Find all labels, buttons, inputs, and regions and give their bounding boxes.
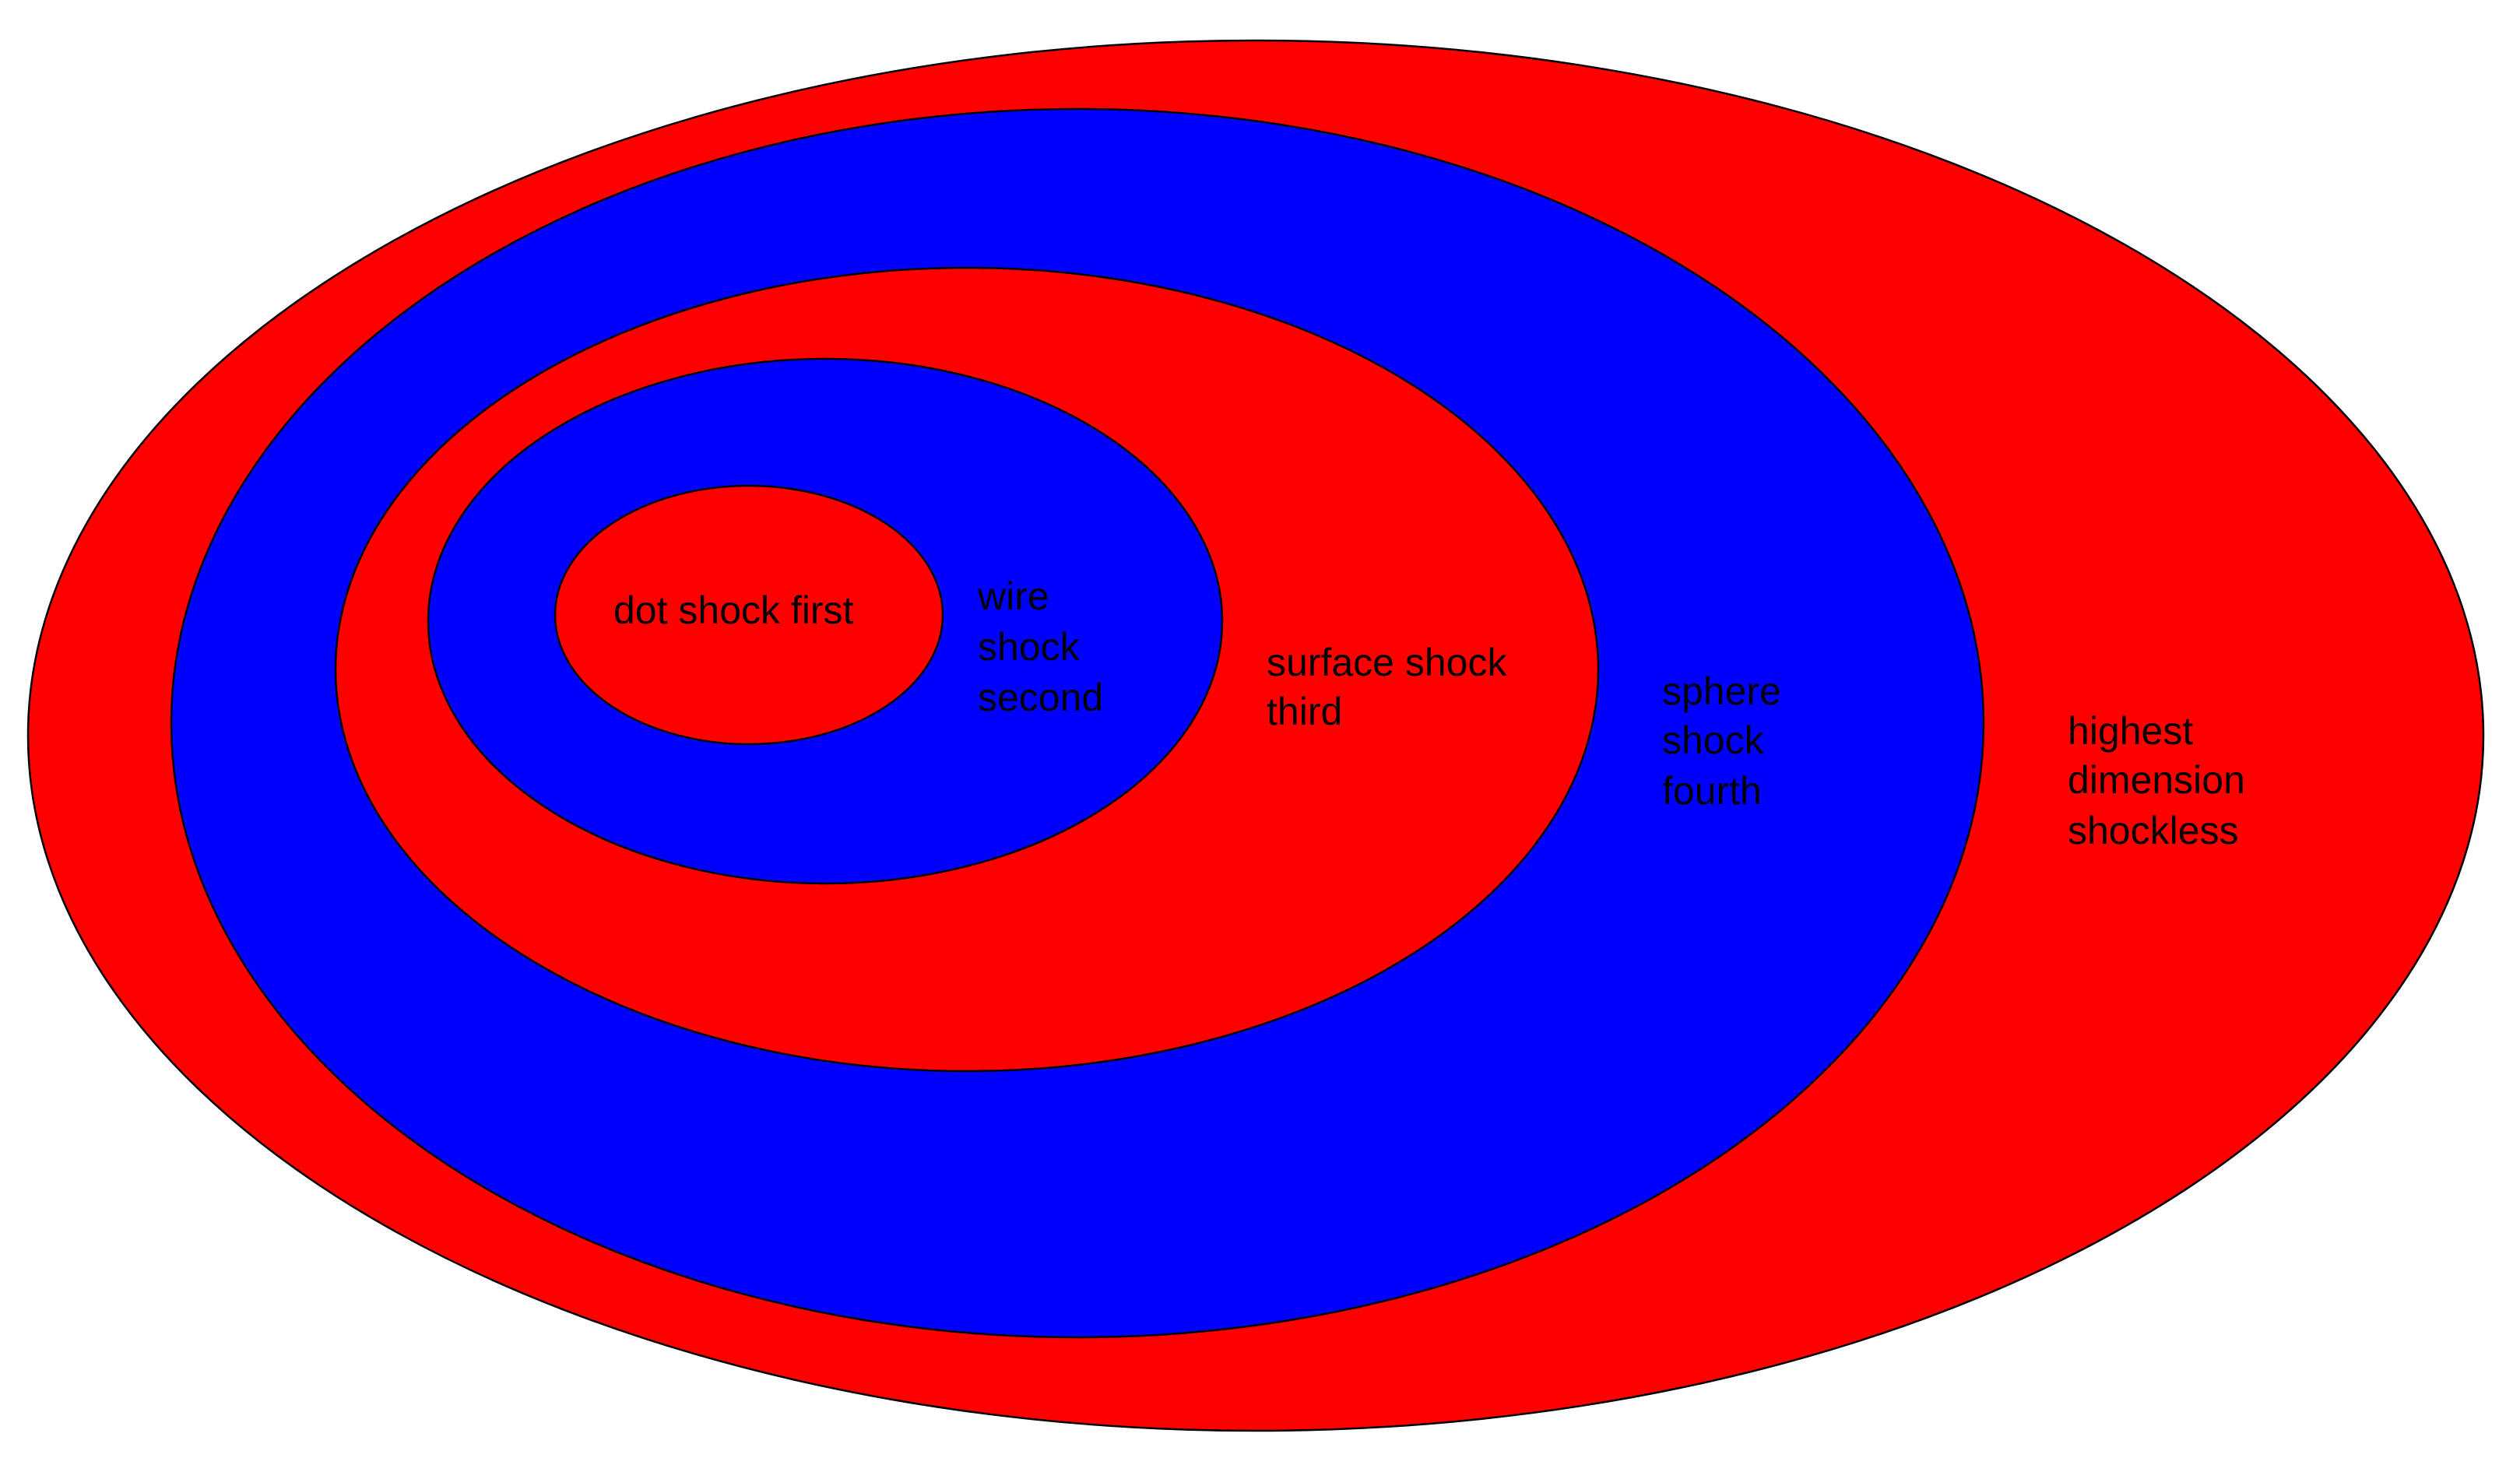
label-line: shockless <box>2068 809 2239 852</box>
label-sphere-shock-fourth: sphere shock fourth <box>1662 669 1792 813</box>
label-dot-shock-first: dot shock first <box>613 588 854 632</box>
label-wire-shock-second: wire shock second <box>977 574 1103 719</box>
label-highest-dimension-shockless: highest dimension shockless <box>2068 709 2256 852</box>
label-line: fourth <box>1662 769 1762 813</box>
label-surface-shock-third: surface shock third <box>1267 641 1517 733</box>
ellipse-dot-shock-first <box>554 484 944 746</box>
label-line: dot shock first <box>613 588 854 632</box>
label-line: surface shock <box>1267 641 1507 684</box>
label-line: shock <box>1662 718 1765 762</box>
label-line: shock <box>978 625 1081 669</box>
label-line: highest <box>2068 709 2193 753</box>
region-dot: dot shock first <box>554 484 944 746</box>
label-line: sphere <box>1662 669 1781 713</box>
label-line: dimension <box>2068 758 2245 802</box>
label-line: second <box>978 676 1103 719</box>
label-line: third <box>1267 690 1342 733</box>
label-line: wire <box>977 574 1049 618</box>
